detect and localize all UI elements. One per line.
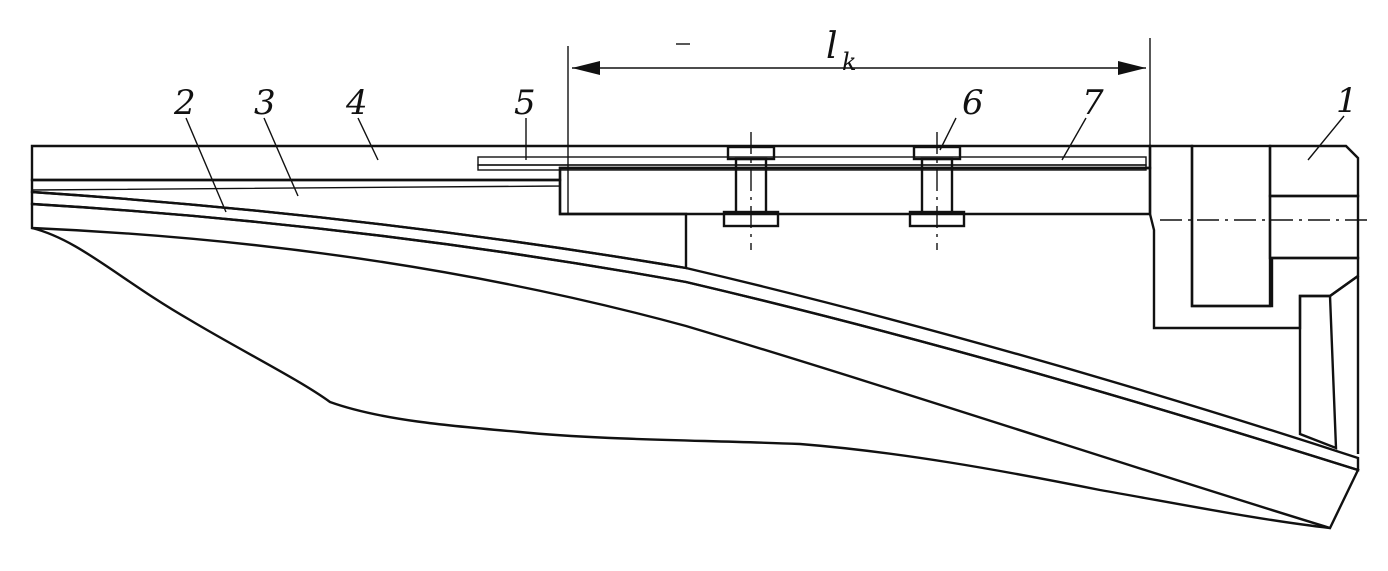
bolt-right (908, 132, 966, 250)
lower-shell-layer (30, 202, 1360, 530)
part-label-5: 5 (514, 83, 536, 123)
break-line (31, 226, 1331, 530)
part-label-3: 3 (254, 83, 276, 123)
part-label-2: 2 (173, 83, 196, 123)
part-label-4: 4 (345, 83, 368, 123)
inner-dotted-band (31, 179, 561, 191)
dimension-lk: l k (567, 26, 1151, 214)
filler-layer (30, 178, 688, 270)
end-fitting (1148, 144, 1368, 454)
inner-shell-layer (30, 190, 1360, 472)
riveted-strip (477, 156, 1147, 171)
part-label-7: 7 (1082, 83, 1104, 123)
leader-lines (185, 115, 1345, 213)
dimension-subscript: k (842, 48, 857, 76)
mounting-plate (558, 166, 1152, 216)
part-label-1: 1 (1336, 81, 1358, 121)
bolt-left (722, 132, 780, 250)
dimension-label: l (826, 26, 838, 67)
part-label-6: 6 (962, 83, 984, 123)
